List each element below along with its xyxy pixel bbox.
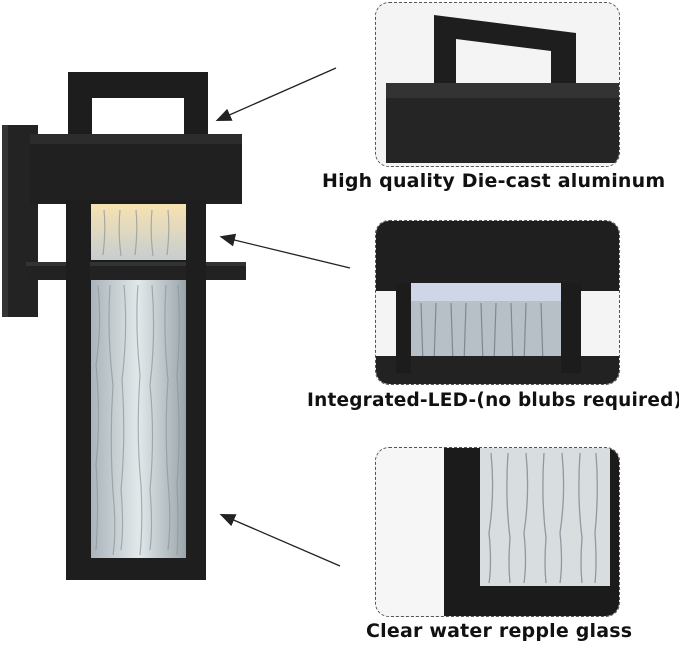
top-housing (30, 134, 242, 204)
caption-clear-glass: Clear water repple glass (366, 620, 633, 642)
led-closeup (376, 221, 619, 384)
wall-lantern-image (2, 72, 246, 580)
detail-image-glass (375, 447, 620, 617)
caption-die-cast: High quality Die-cast aluminum (322, 170, 666, 192)
caption-integrated-led: Integrated-LED-(no blubs required) (307, 390, 679, 411)
detail-image-die-cast (375, 2, 620, 167)
glass-closeup (376, 448, 619, 616)
led-panel (91, 204, 186, 260)
die-cast-closeup (376, 3, 619, 166)
detail-image-led (375, 220, 620, 385)
